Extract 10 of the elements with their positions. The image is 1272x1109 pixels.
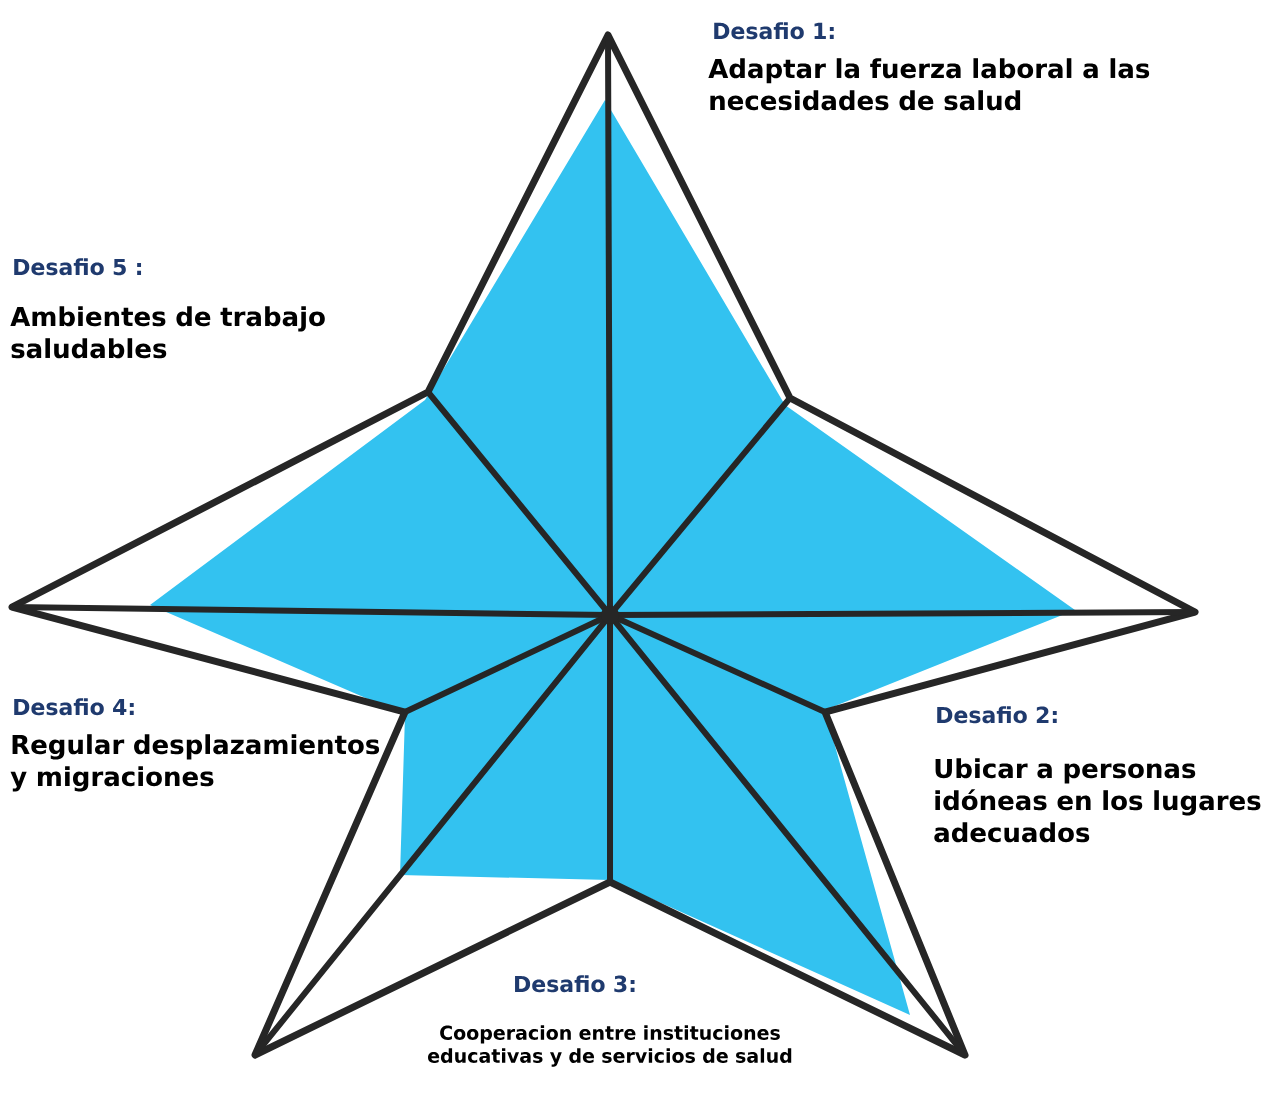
challenge-heading: Desafio 5 :: [14, 258, 142, 276]
challenge-text: Cooperacion entre instituciones educativas y de servicios de salud: [428, 1025, 792, 1067]
challenge-heading: Desafio 3:: [515, 975, 635, 993]
challenge-text: Ubicar a personas idóneas en los lugares adecuados: [934, 758, 1261, 843]
challenge-text: Ambientes de trabajo saludables: [10, 306, 325, 359]
challenge-text: Regular desplazamientos y migraciones: [10, 734, 380, 792]
challenge-heading: Desafio 1:: [714, 22, 834, 40]
challenge-heading: Desafio 4:: [14, 698, 134, 716]
challenge-heading: Desafio 2:: [937, 706, 1057, 724]
challenge-text: Adaptar la fuerza laboral a las necesidades de salud: [708, 58, 1150, 111]
